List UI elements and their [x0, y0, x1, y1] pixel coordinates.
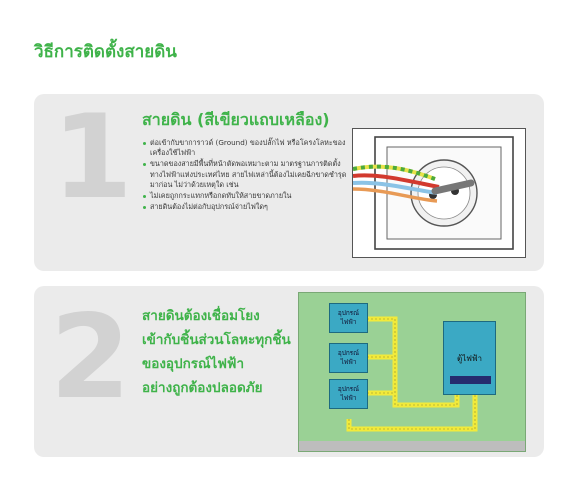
bullet-item: ต่อเข้ากับขาการาวด์ (Ground) ของปลั๊กไฟ …	[142, 138, 352, 159]
step-1-heading: สายดิน (สีเขียวแถบเหลือง)	[142, 110, 330, 129]
device-label: อุปกรณ์	[337, 309, 360, 317]
electrical-device-box: อุปกรณ์ ไฟฟ้า	[329, 303, 368, 333]
outlet-drawing	[352, 136, 514, 250]
step-2-heading-line: สายดินต้องเชื่อมโยง	[142, 308, 260, 324]
device-label: อุปกรณ์	[337, 385, 360, 393]
ground-bus-bar	[450, 376, 491, 384]
electrical-device-box: อุปกรณ์ ไฟฟ้า	[329, 379, 368, 409]
step-2-heading-line: อย่างถูกต้องปลอดภัย	[142, 380, 263, 396]
ground-wire-lines	[346, 316, 478, 432]
wall-outlet-illustration	[352, 128, 526, 258]
device-label: ไฟฟ้า	[340, 358, 357, 366]
bullet-item: ขนาดของสายมีพื้นที่หน้าตัดพอเหมาะตาม มาต…	[142, 159, 352, 190]
electrical-device-box: อุปกรณ์ ไฟฟ้า	[329, 343, 368, 373]
step-2-heading-line: ของอุปกรณ์ไฟฟ้า	[142, 356, 245, 372]
device-label: ไฟฟ้า	[340, 318, 357, 326]
step-1-panel: 1 สายดิน (สีเขียวแถบเหลือง) ต่อเข้ากับขา…	[34, 94, 544, 271]
step-2-panel: 2 สายดินต้องเชื่อมโยง เข้ากับชิ้นส่วนโลห…	[34, 286, 544, 457]
grounding-diagram: อุปกรณ์ ไฟฟ้า อุปกรณ์ ไฟฟ้า อุปกรณ์ ไฟฟ้…	[298, 292, 526, 452]
step-2-number: 2	[50, 290, 131, 425]
device-label: ไฟฟ้า	[340, 394, 357, 402]
bullet-item: ไม่เคยถูกกระแทกหรือกดทับให้สายขาดภายใน	[142, 191, 352, 201]
step-1-bullet-list: ต่อเข้ากับขาการาวด์ (Ground) ของปลั๊กไฟ …	[142, 138, 352, 213]
ground-strip	[299, 441, 525, 451]
step-2-heading: สายดินต้องเชื่อมโยง เข้ากับชิ้นส่วนโลหะท…	[142, 304, 302, 400]
cabinet-label: ตู้ไฟฟ้า	[456, 354, 483, 363]
device-label: อุปกรณ์	[337, 349, 360, 357]
bullet-item: สายดินต้องไม่ต่อกับอุปกรณ์จ่ายไฟใดๆ	[142, 202, 352, 212]
electrical-cabinet: ตู้ไฟฟ้า	[443, 321, 496, 395]
step-1-number: 1	[52, 90, 133, 225]
step-2-heading-line: เข้ากับชิ้นส่วนโลหะทุกชิ้น	[142, 332, 291, 348]
page-title: วิธีการติดตั้งสายดิน	[34, 42, 177, 62]
